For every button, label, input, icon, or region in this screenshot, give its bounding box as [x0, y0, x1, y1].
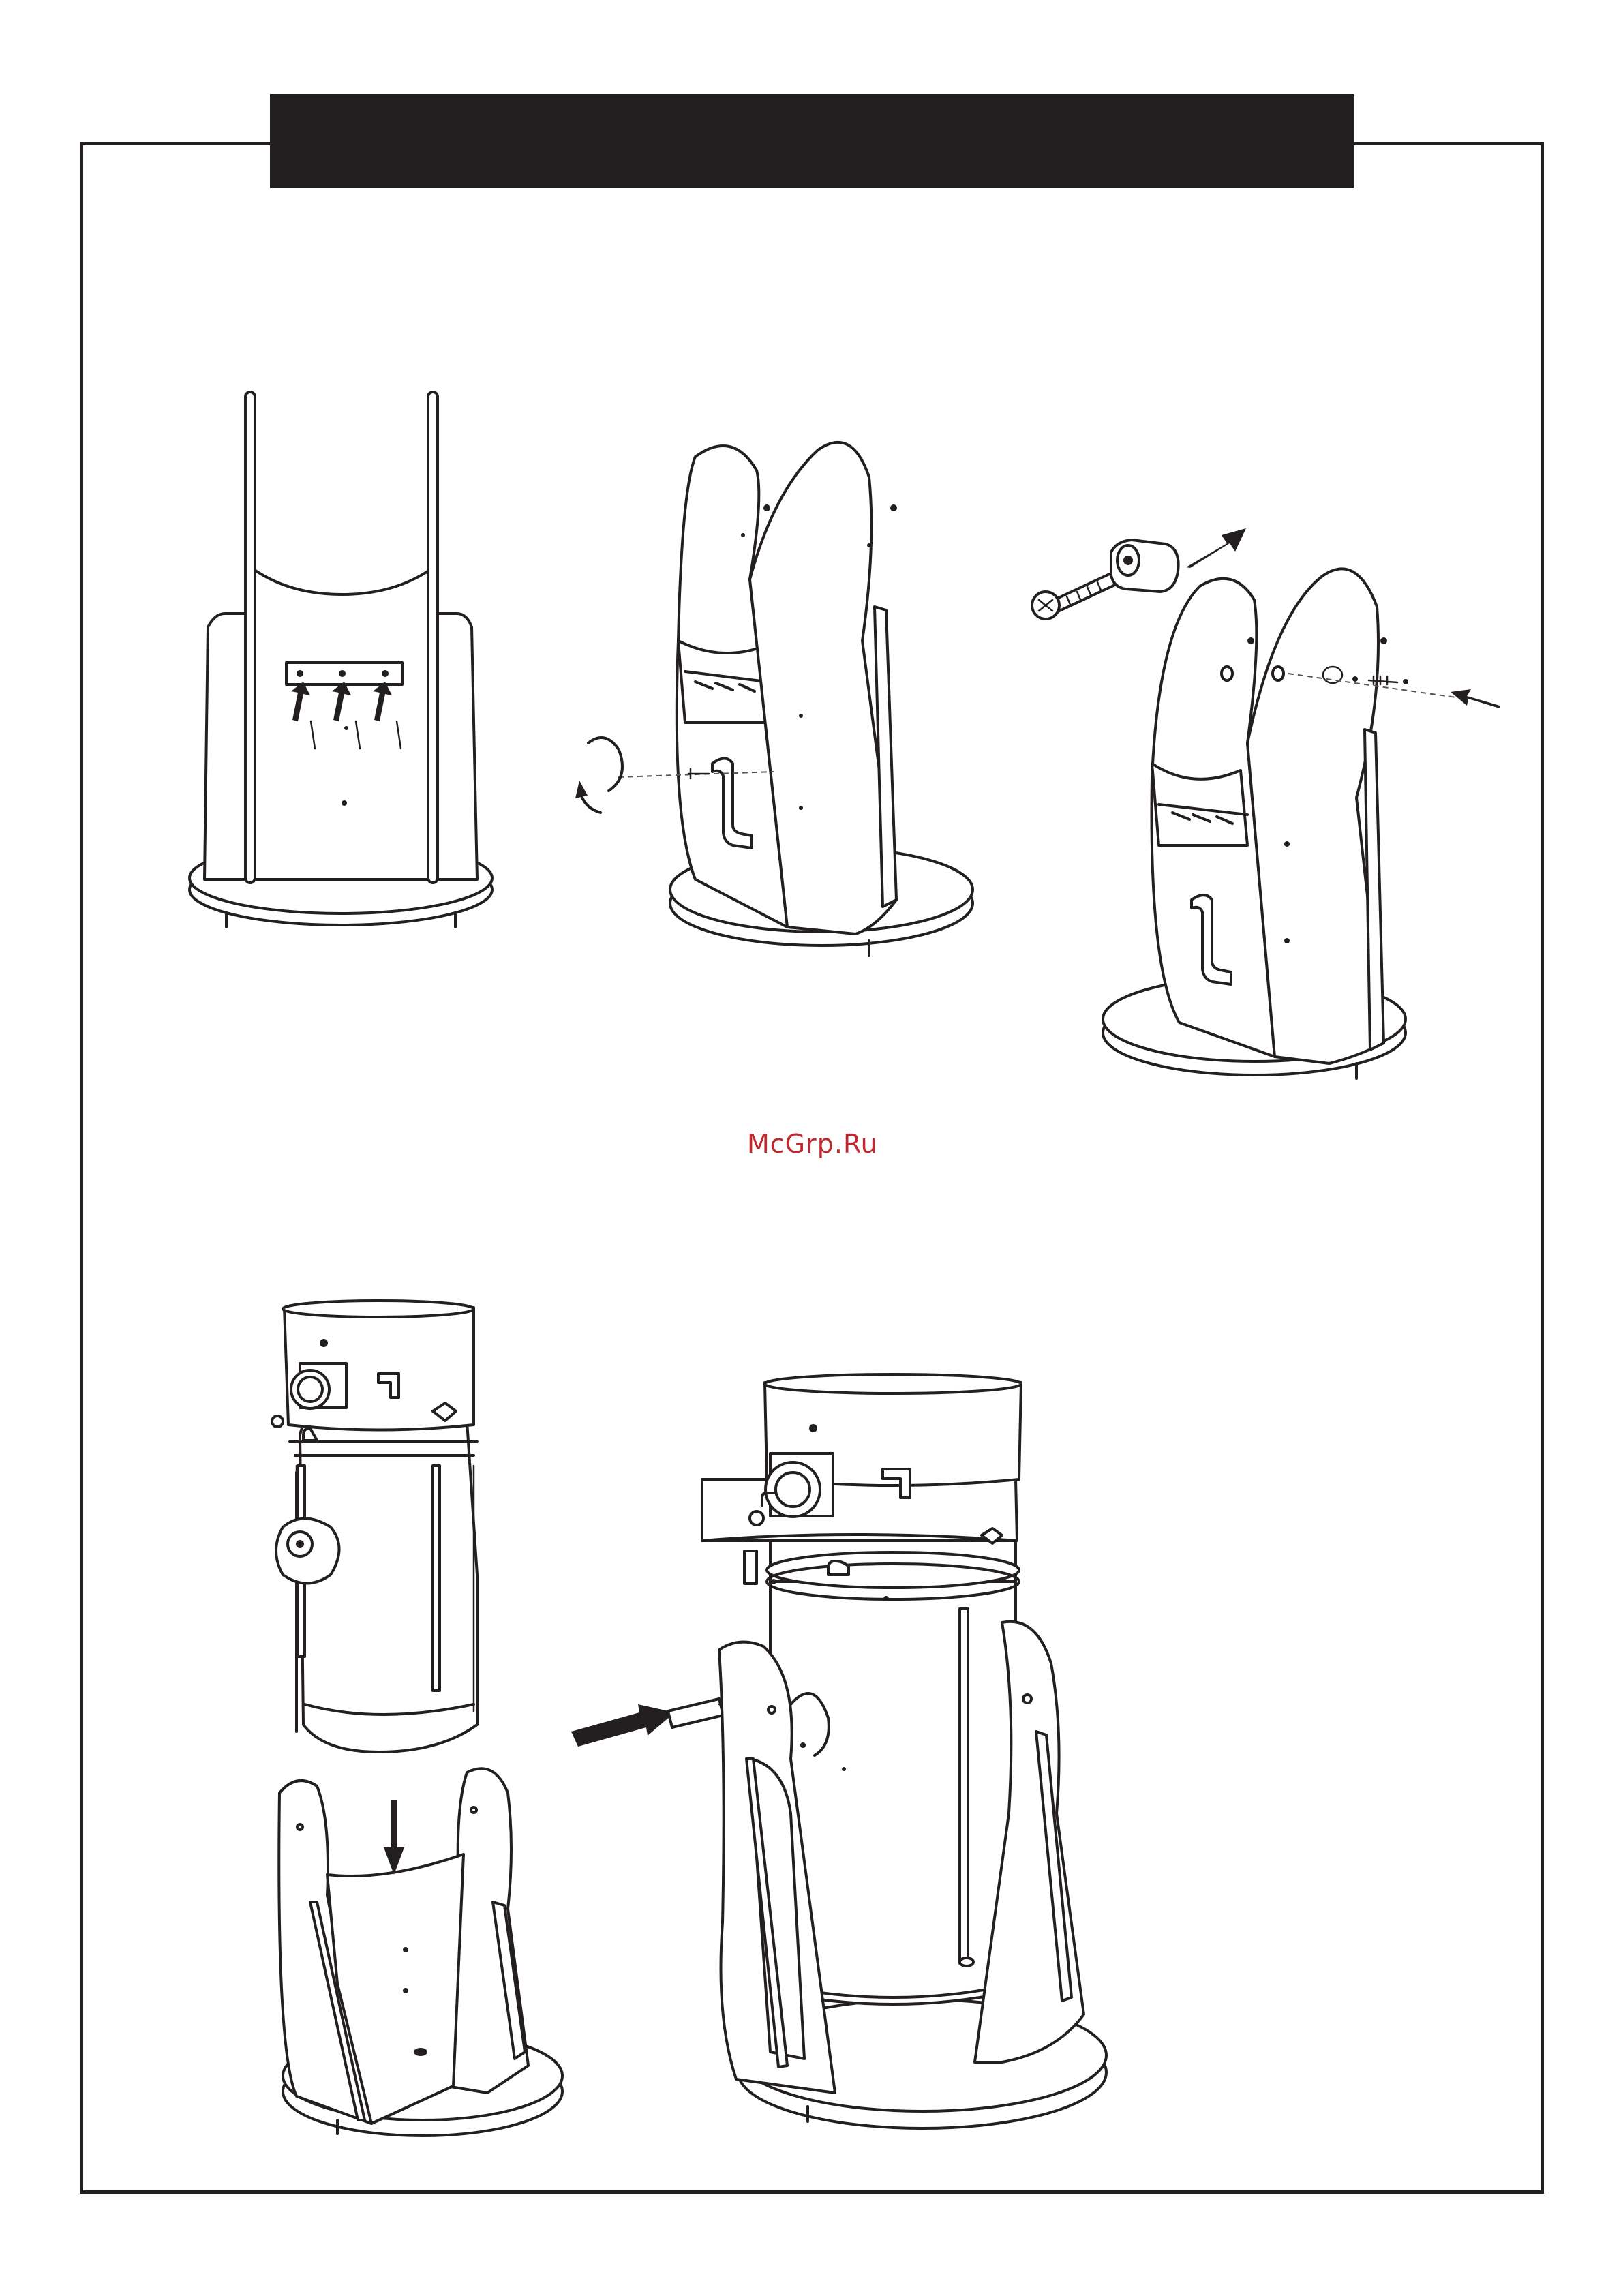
figure-tube-lowering-icon	[269, 1302, 569, 2154]
figure-base-with-rails-icon	[177, 382, 504, 954]
figure-knob-install-icon	[1029, 504, 1506, 1104]
figure-handle-install-icon	[576, 436, 999, 968]
header-bar	[270, 94, 1354, 188]
figure-side-bolt-install-icon	[566, 1377, 1111, 2141]
watermark: McGrp.Ru	[747, 1129, 878, 1159]
